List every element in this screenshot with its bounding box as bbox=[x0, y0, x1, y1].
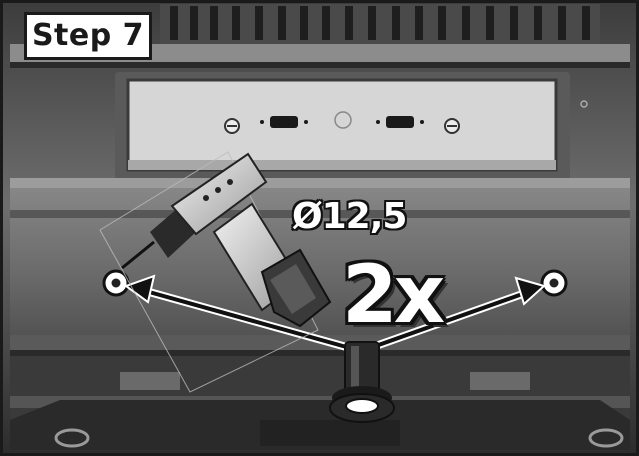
step-label: Step 7 bbox=[24, 12, 152, 60]
drill-icon bbox=[99, 151, 332, 393]
hole-marker-icon bbox=[540, 269, 568, 297]
bumper bbox=[10, 178, 630, 360]
drill-bit-diameter-label: Ø12,5 bbox=[292, 196, 407, 237]
grille bbox=[160, 4, 600, 44]
bolt-icon bbox=[329, 341, 395, 423]
arrow-icon bbox=[123, 274, 354, 352]
quantity-label: 2x bbox=[342, 248, 445, 341]
arrow-icon bbox=[366, 276, 547, 352]
license-plate-panel bbox=[126, 78, 558, 172]
hole-marker-icon bbox=[102, 269, 130, 297]
